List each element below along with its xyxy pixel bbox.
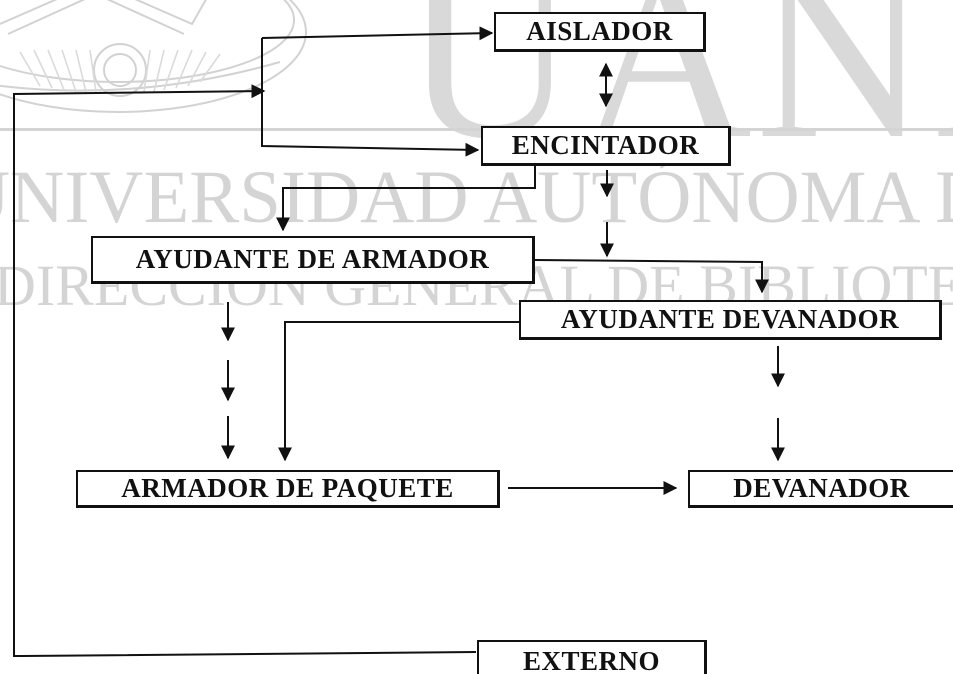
node-externo: EXTERNO	[477, 640, 707, 674]
edge-to-encintador	[261, 38, 480, 157]
node-aislador: AISLADOR	[494, 12, 706, 52]
node-encintador: ENCINTADOR	[481, 126, 731, 166]
edge-to-aislador	[261, 26, 494, 41]
watermark-university-line: UNIVERSIDAD AUTÓNOMA DE NUEVO	[0, 156, 953, 239]
node-armador-de-paquete: ARMADOR DE PAQUETE	[76, 470, 500, 508]
edge-ayudante-armador-to-devanador	[534, 259, 769, 294]
edge-externo-return	[13, 84, 477, 657]
node-devanador: DEVANADOR	[688, 470, 953, 508]
edge-encintador-ayudante-armador	[276, 166, 536, 232]
node-ayudante-de-armador: AYUDANTE DE ARMADOR	[91, 236, 535, 284]
edge-ayudante-devanador-to-paquete	[278, 321, 519, 462]
watermark-rule	[0, 128, 953, 131]
node-ayudante-devanador: AYUDANTE DEVANADOR	[519, 300, 942, 340]
